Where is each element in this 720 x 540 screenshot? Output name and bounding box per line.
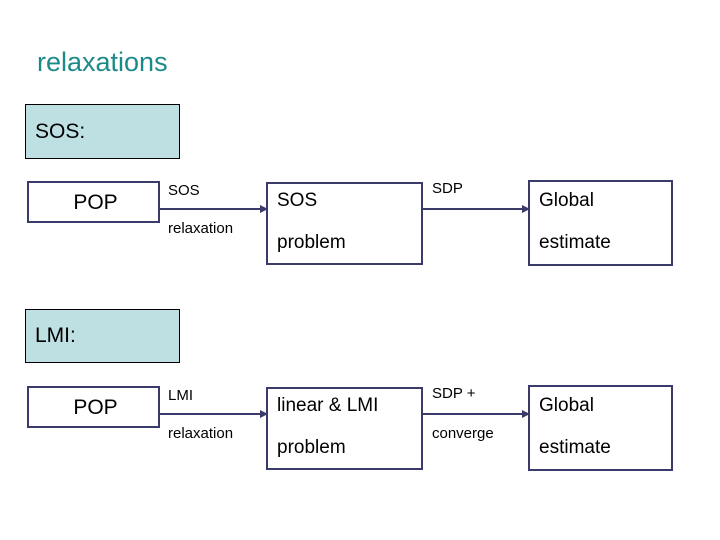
arrow-sos-relaxation — [160, 205, 268, 213]
flow-diagram-lmi: POP LMI relaxation linear & LMI problem … — [0, 381, 720, 477]
arrow-lmi-sdp-converge-label-bottom: converge — [432, 425, 494, 442]
node-linear-lmi-problem-line1: linear & LMI — [277, 395, 379, 416]
arrow-lmi-relaxation-label-top: LMI — [168, 387, 194, 404]
section-header-sos: SOS: — [25, 104, 180, 159]
node-pop-lmi: POP — [27, 386, 160, 428]
node-pop-sos: POP — [27, 181, 160, 223]
arrow-sos-relaxation-label-bottom: relaxation — [168, 220, 234, 237]
arrow-sos-sdp-label-top: SDP — [432, 180, 463, 197]
page-title: relaxations — [37, 47, 168, 77]
node-global-estimate-sos: Global estimate — [528, 180, 673, 266]
node-pop-lmi-label: POP — [73, 396, 118, 419]
node-sos-problem-line2: problem — [277, 232, 346, 253]
arrow-lmi-sdp-converge — [423, 410, 530, 418]
node-global-estimate-lmi-line2: estimate — [539, 437, 611, 458]
node-pop-sos-label: POP — [73, 191, 118, 214]
node-sos-problem-line1: SOS — [277, 190, 318, 211]
node-global-estimate-lmi-line1: Global — [539, 395, 594, 416]
arrow-lmi-sdp-converge-label-top: SDP + — [432, 385, 476, 402]
node-linear-lmi-problem-line2: problem — [277, 437, 346, 458]
node-global-estimate-sos-line1: Global — [539, 190, 594, 211]
section-header-sos-label: SOS: — [35, 119, 86, 143]
arrow-lmi-relaxation-label-bottom: relaxation — [168, 425, 234, 442]
node-global-estimate-sos-line2: estimate — [539, 232, 611, 253]
section-header-lmi-label: LMI: — [35, 324, 76, 347]
node-sos-problem: SOS problem — [266, 182, 423, 265]
node-global-estimate-lmi: Global estimate — [528, 385, 673, 471]
flow-diagram-sos: POP SOS relaxation SOS problem SDP Globa… — [0, 176, 720, 272]
section-header-lmi: LMI: — [25, 309, 180, 363]
arrow-sos-sdp — [423, 205, 530, 213]
node-linear-lmi-problem: linear & LMI problem — [266, 387, 423, 470]
arrow-lmi-relaxation — [160, 410, 268, 418]
arrow-sos-relaxation-label-top: SOS — [168, 182, 200, 199]
